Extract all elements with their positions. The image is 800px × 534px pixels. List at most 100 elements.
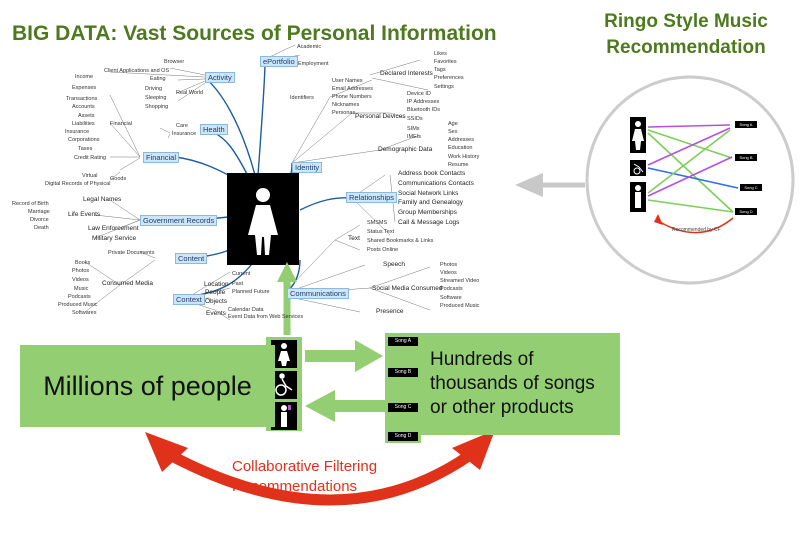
ringo-circle	[585, 75, 795, 285]
cf-arc	[167, 450, 474, 506]
mm-leaf: Videos	[72, 277, 89, 283]
ringo-song-b: Song B	[735, 154, 757, 161]
mm-cat-context: Context	[173, 294, 205, 305]
mm-leaf: Streamed Video	[440, 278, 480, 284]
ringo-female-icon	[632, 121, 644, 150]
song-c: Song C	[388, 403, 418, 412]
mm-leaf: Digital Records of Physical	[45, 181, 111, 187]
mm-leaf: User Names	[332, 78, 363, 84]
ringo-wheelchair-icon	[633, 163, 644, 175]
mm-leaf: Nicknames	[332, 102, 360, 108]
mm-leaf: Device ID	[407, 91, 431, 97]
mm-leaf: Accounts	[72, 104, 95, 110]
mm-leaf: Military Service	[92, 235, 137, 242]
mm-leaf: Work History	[448, 154, 480, 160]
mm-leaf: Education	[448, 145, 473, 151]
mm-leaf: Eating	[150, 76, 166, 82]
mm-leaf: Addresses	[448, 137, 474, 143]
mm-leaf: Driving	[145, 86, 163, 92]
cf-label-line1: Collaborative Filtering	[232, 458, 378, 475]
mm-leaf: Settings	[434, 84, 454, 90]
mm-leaf: Location	[204, 281, 229, 288]
mm-leaf: Shared Bookmarks & Links	[367, 238, 434, 244]
mm-leaf: Age	[448, 121, 458, 127]
mm-leaf: Status Text	[367, 229, 395, 235]
people-female-icon	[278, 343, 290, 366]
mm-leaf: Insurance	[65, 129, 90, 135]
mm-leaf: SIMs	[407, 126, 420, 132]
cf-arc-head-right	[452, 430, 495, 470]
mm-leaf: Music	[74, 286, 89, 292]
mm-leaf: Income	[75, 74, 94, 80]
ringo-cf-caption: Recommended by CF	[672, 227, 721, 233]
mm-leaf: Family and Genealogy	[398, 199, 464, 206]
mm-leaf: Current	[232, 271, 251, 277]
mm-leaf: Podcasts	[68, 294, 91, 300]
people-box-label: Millions of people	[43, 370, 252, 401]
mm-leaf: Private Documents	[108, 250, 155, 256]
products-box-label: Hundreds of thousands of songs or other …	[430, 333, 615, 435]
mm-leaf: Speech	[383, 261, 406, 268]
mm-leaf: Group Memberships	[398, 209, 457, 216]
mm-leaf: Objects	[205, 298, 228, 305]
mm-leaf: Corporations	[68, 137, 100, 143]
mm-leaf: Software	[440, 295, 462, 301]
ringo-links	[647, 124, 739, 213]
mm-leaf: Phone Numbers	[332, 94, 372, 100]
mm-leaf: Taxes	[78, 146, 93, 152]
ringo-cf-link-head	[654, 214, 663, 225]
cf-label-line2: Recommendations	[232, 478, 358, 495]
mm-leaf: Communications Contacts	[398, 180, 474, 187]
mm-leaf: Photos	[440, 262, 458, 268]
cf-arc-head-left	[145, 432, 188, 472]
mm-leaf: Podcasts	[440, 286, 463, 292]
mm-leaf: Social Network Links	[398, 190, 459, 197]
mm-leaf: Event Data from Web Services	[228, 314, 304, 320]
mm-leaf: Social Media Consumed	[372, 285, 443, 292]
to-people-arrow-head	[305, 390, 335, 422]
mm-leaf: Law Enforcement	[88, 225, 139, 232]
mm-leaf: SSIDs	[407, 116, 423, 122]
mm-leaf: Address book Contacts	[398, 170, 466, 177]
mm-leaf: Client Applications and OS	[104, 68, 170, 74]
mm-leaf: Consumed Media	[102, 280, 153, 287]
mm-leaf: Photos	[72, 268, 90, 274]
products-line1: Hundreds of	[430, 349, 534, 370]
mm-leaf: Text	[348, 235, 360, 242]
mm-cat-content: Content	[175, 253, 208, 264]
song-a: Song A	[388, 337, 418, 346]
song-d: Song D	[388, 432, 418, 441]
mm-leaf: Events	[206, 310, 226, 317]
mm-leaf: Posts Online	[367, 247, 399, 253]
mm-leaf: People	[205, 289, 226, 296]
mm-leaf: Personal Devices	[355, 113, 406, 120]
mm-leaf: Death	[34, 225, 49, 231]
mm-leaf: Record of Birth	[12, 201, 49, 207]
mm-leaf: Browser	[164, 59, 185, 65]
mm-leaf: Planned Future	[232, 289, 270, 295]
mm-leaf: Real World	[176, 90, 204, 96]
mm-leaf: Legal Names	[83, 196, 122, 203]
mm-leaf: Virtual	[82, 173, 98, 179]
mm-leaf: Favorites	[434, 59, 457, 65]
mm-cat-activity: Activity	[205, 72, 235, 83]
mindmap-leaf-lines	[84, 44, 431, 321]
mm-leaf: Shopping	[145, 104, 169, 110]
mm-leaf: Credit Rating	[74, 155, 107, 161]
mm-leaf: Call & Message Logs	[398, 219, 460, 226]
mm-leaf: Goods	[110, 176, 127, 182]
mm-cat-relationships: Relationships	[346, 192, 398, 203]
mm-leaf: Marriage	[28, 209, 50, 215]
products-box	[420, 333, 620, 435]
mm-leaf: Calendar Data	[228, 307, 264, 313]
mm-leaf: Preferences	[434, 75, 464, 81]
up-arrow-head	[277, 262, 297, 282]
mm-leaf: SMSMS	[367, 220, 388, 226]
mm-leaf: Resume	[448, 162, 469, 168]
mm-leaf: Financial	[110, 121, 133, 127]
mm-leaf: Identifiers	[290, 95, 314, 101]
ringo-song-d: Song D	[735, 208, 757, 215]
mm-leaf: Produced Music	[58, 302, 98, 308]
mm-leaf: Declared Interests	[380, 70, 433, 77]
people-male-icon	[281, 405, 291, 427]
